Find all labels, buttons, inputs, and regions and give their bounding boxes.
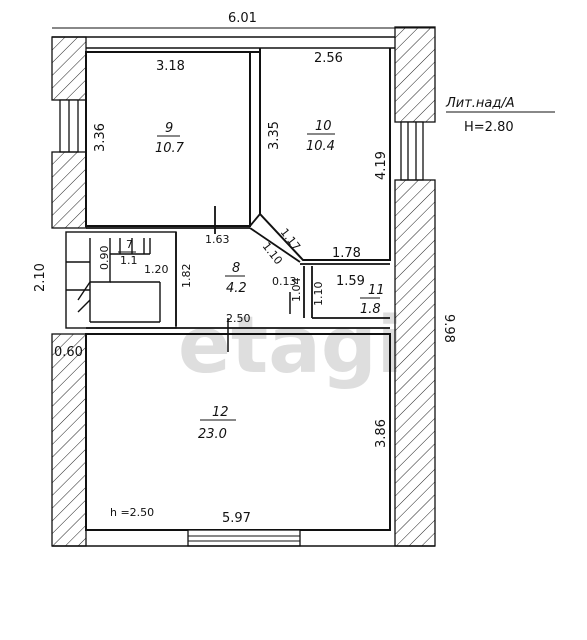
title-line-2: H=2.80 <box>464 120 514 135</box>
wall-right-upper <box>394 26 436 123</box>
dim-overall-width: 6.01 <box>228 11 257 26</box>
wall-left-middle <box>51 151 87 229</box>
watermark: etagi <box>178 301 403 391</box>
room-7-number: 7 <box>126 238 133 251</box>
room-9-outline <box>85 51 251 227</box>
exterior-walls <box>51 26 436 547</box>
dim-room10-width: 2.56 <box>314 51 343 66</box>
room-11-area: 1.8 <box>360 302 381 317</box>
dim-left-offset: 0.60 <box>54 345 83 360</box>
dimension-labels: 6.01 3.18 2.56 3.36 3.35 4.19 2.10 9.98 … <box>33 11 456 526</box>
dim-room10-right: 4.19 <box>374 151 389 180</box>
dim-room12-width: 5.97 <box>222 511 251 526</box>
room-9-number: 9 <box>165 121 173 136</box>
dim-stair-a: 0.90 <box>98 246 111 271</box>
room-labels: 9 10.7 10 10.4 7 1.1 8 4.2 11 1.8 12 23.… <box>118 119 385 442</box>
room-10-area: 10.4 <box>306 139 335 154</box>
dim-left-height: 2.10 <box>33 263 48 292</box>
title-block: Лит.над/А H=2.80 <box>445 96 555 135</box>
dim-overall-height: 9.98 <box>441 314 456 343</box>
top-wall <box>52 36 395 49</box>
room-7-area: 1.1 <box>120 254 138 267</box>
dim-room12-height: 3.86 <box>374 419 389 448</box>
ceiling-height: h =2.50 <box>110 506 154 519</box>
room-8-number: 8 <box>232 261 240 276</box>
title-line-1: Лит.над/А <box>445 96 515 111</box>
room-11-number: 11 <box>368 283 385 298</box>
dim-corridor-a: 1.63 <box>205 233 230 246</box>
window-right <box>400 121 424 181</box>
dim-room11-width: 1.59 <box>336 274 365 289</box>
room-10-outline <box>259 48 391 261</box>
room-9-area: 10.7 <box>155 141 185 156</box>
dim-corridor-c: 1.10 <box>260 240 285 267</box>
room-12-number: 12 <box>212 405 229 420</box>
dim-room9-width: 3.18 <box>156 59 185 74</box>
dim-small-b: 1.04 <box>290 278 303 303</box>
wall-left-lower <box>51 333 87 547</box>
dim-small-a: 0.13 <box>272 275 297 288</box>
dim-stair-c: 1.82 <box>180 264 193 289</box>
wall-left-upper <box>51 36 87 101</box>
dim-hall-width: 2.50 <box>226 312 251 325</box>
staircase <box>65 231 177 329</box>
dim-small-c: 1.10 <box>312 282 325 307</box>
dim-stair-b: 1.20 <box>144 263 169 276</box>
window-bottom <box>187 529 301 547</box>
wall-right-lower <box>394 179 436 547</box>
dim-corridor-d: 1.78 <box>332 246 361 261</box>
room-10-number: 10 <box>315 119 332 134</box>
dim-room9-height: 3.36 <box>93 123 108 152</box>
dim-room10-left: 3.35 <box>267 121 282 150</box>
room-12-area: 23.0 <box>198 427 227 442</box>
room-8-area: 4.2 <box>226 281 247 296</box>
